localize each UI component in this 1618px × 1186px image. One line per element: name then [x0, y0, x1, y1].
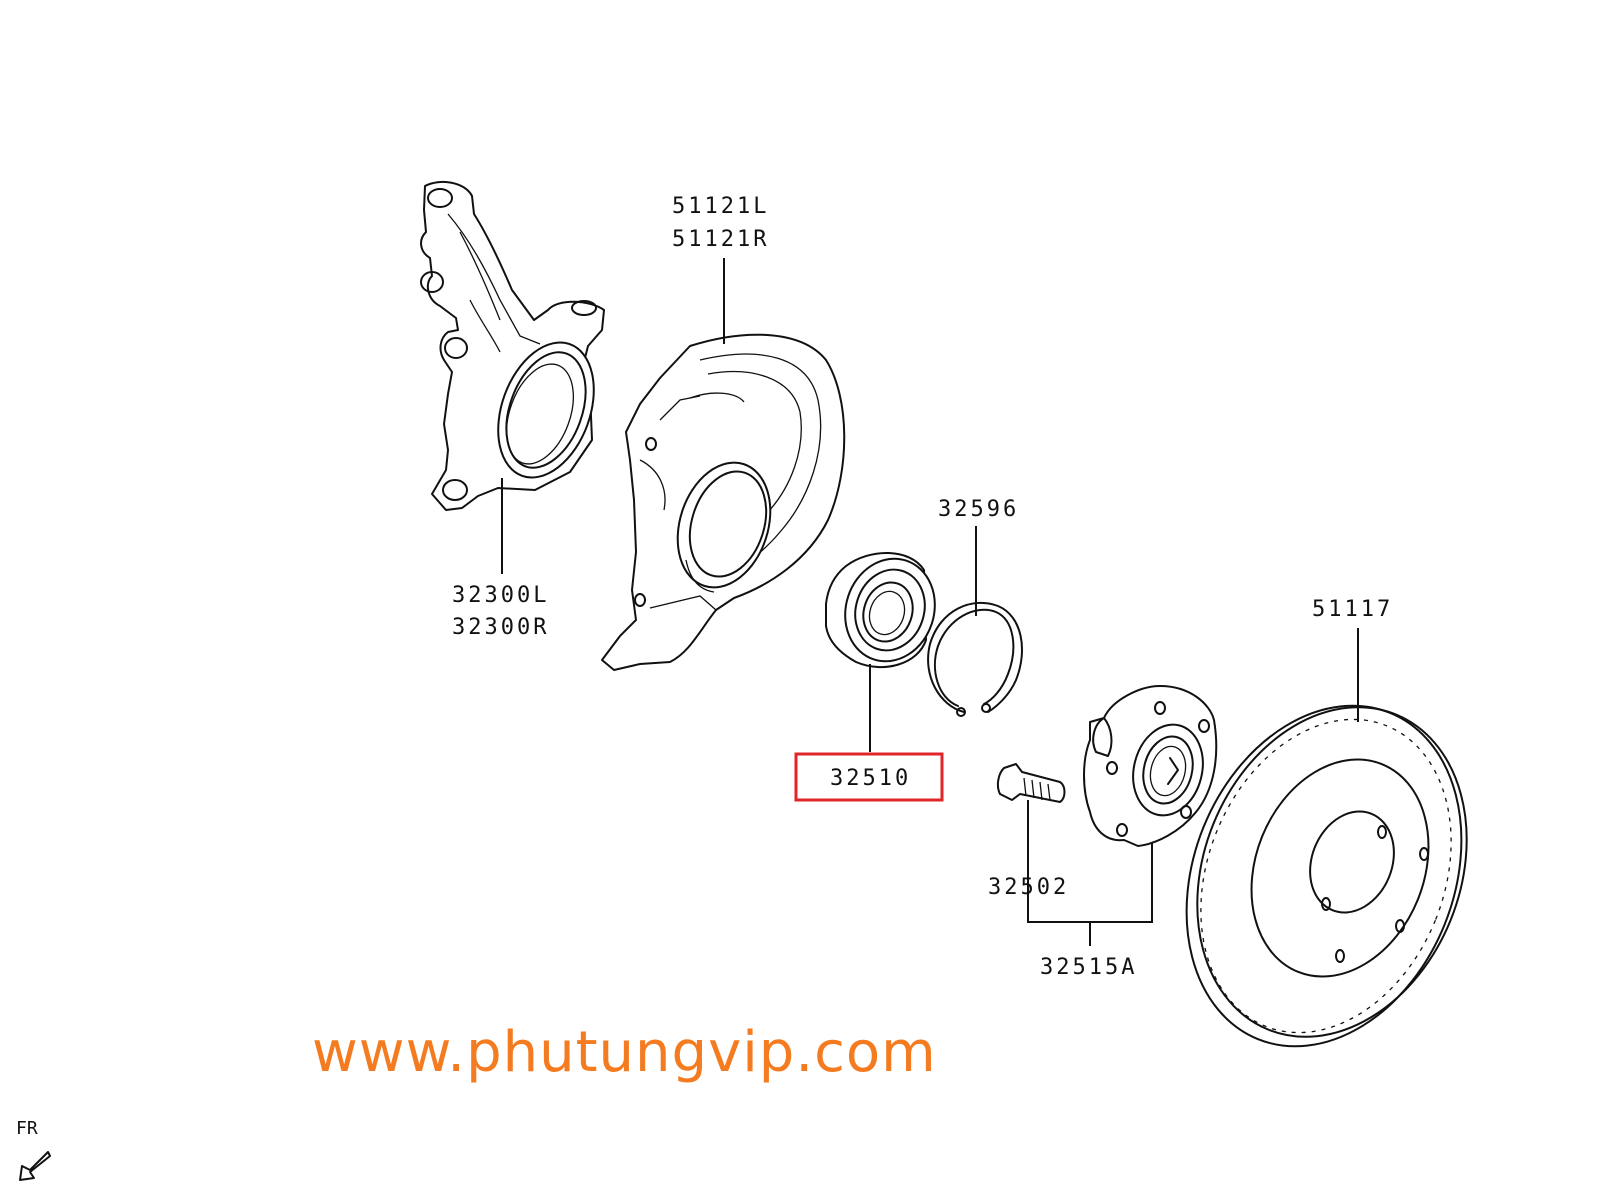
steering-knuckle-drawing: [420, 180, 605, 511]
direction-label: FR: [16, 1118, 38, 1139]
wheel-bearing-drawing: [825, 552, 936, 669]
website-watermark[interactable]: www.phutungvip.com: [312, 1020, 937, 1085]
label-hub-bolt: 32502: [988, 875, 1069, 900]
brake-disc-drawing: [1185, 704, 1468, 1048]
leader-lines: [501, 258, 1359, 946]
arrow-icon: [19, 1151, 51, 1181]
dust-shield-drawing: [601, 333, 846, 671]
label-snap-ring: 32596: [938, 497, 1019, 522]
label-hub-assembly: 32515A: [1040, 955, 1137, 980]
label-brake-disc: 51117: [1312, 597, 1393, 622]
label-wheel-bearing: 32510: [830, 766, 911, 791]
label-knuckle-right: 32300R: [452, 615, 549, 640]
hub-assembly-drawing: [1083, 685, 1218, 847]
label-dust-shield-right: 51121R: [672, 227, 769, 252]
snap-ring-drawing: [927, 601, 1023, 717]
highlight-box-wheel-bearing: [794, 752, 944, 802]
part-labels: 32300L 32300R 51121L 51121R 32510 32596 …: [452, 194, 1393, 980]
label-dust-shield-left: 51121L: [672, 194, 769, 219]
hub-bolt-drawing: [996, 763, 1066, 803]
label-knuckle-left: 32300L: [452, 583, 549, 608]
